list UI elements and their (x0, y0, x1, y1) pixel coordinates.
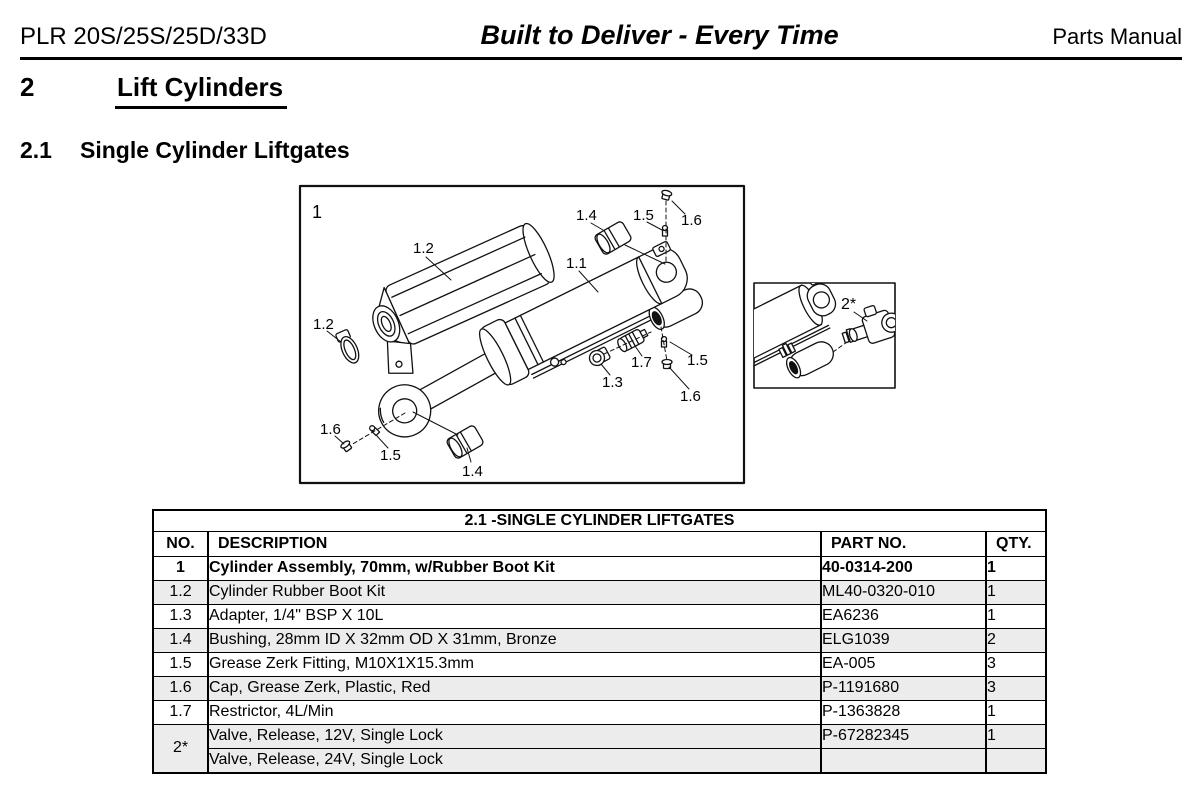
inset-callout-leader (853, 311, 868, 322)
callout-2-star: 2* (841, 296, 856, 313)
cell-qty: 2 (984, 628, 1048, 653)
assembly-dashed-lines (350, 200, 668, 446)
cell-part-no (820, 748, 987, 774)
cell-qty: 1 (984, 556, 1048, 581)
cap-bottom-left-drawing (340, 440, 353, 453)
table-row: 1.5 Grease Zerk Fitting, M10X1X15.3mm EA… (152, 652, 1048, 677)
rubber-boot-drawing (372, 222, 555, 374)
cell-qty: 1 (984, 700, 1048, 725)
table-title: 2.1 -SINGLE CYLINDER LIFTGATES (151, 509, 1048, 532)
cell-no: 1.3 (152, 604, 209, 629)
table-header-row: NO. DESCRIPTION PART NO. QTY. (152, 531, 1048, 557)
diagram-area: 1 1.2 1.1 1.4 1.5 1.6 1.2 1.7 1.5 1.3 1.… (295, 180, 907, 495)
zerk-bottom-left-drawing (369, 425, 381, 437)
cell-description: Valve, Release, 24V, Single Lock (207, 748, 822, 774)
bushing-bottom-drawing (446, 425, 484, 459)
callout-1-4-bottom: 1.4 (462, 463, 483, 480)
callout-1-3: 1.3 (602, 374, 623, 391)
cell-part-no: EA6236 (820, 604, 987, 629)
section-heading: 2 Lift Cylinders (20, 72, 288, 109)
parts-table: 2.1 -SINGLE CYLINDER LIFTGATES NO. DESCR… (151, 509, 1048, 774)
cell-description: Grease Zerk Fitting, M10X1X15.3mm (207, 652, 822, 677)
callout-1: 1 (312, 202, 322, 222)
callout-labels: 1 1.2 1.1 1.4 1.5 1.6 1.2 1.7 1.5 1.3 1.… (312, 202, 856, 480)
cell-qty: 1 (984, 604, 1048, 629)
callout-leader-lines (326, 200, 693, 463)
table-row: 1.4 Bushing, 28mm ID X 32mm OD X 31mm, B… (152, 628, 1048, 653)
callout-1-7: 1.7 (631, 354, 652, 371)
cell-qty: 1 (984, 724, 1048, 749)
callout-1-6-top: 1.6 (681, 212, 702, 229)
callout-1-2-boot: 1.2 (413, 240, 434, 257)
cell-no: 1 (152, 556, 209, 581)
adapter-drawing (588, 346, 611, 367)
section-number: 2 (20, 72, 35, 102)
callout-1-5-bottom-left: 1.5 (380, 447, 401, 464)
cell-no: 1.7 (152, 700, 209, 725)
cell-no-merged: 2* (152, 724, 209, 774)
subsection-number: 2.1 (20, 137, 52, 163)
col-header-no: NO. (152, 531, 209, 557)
model-number: PLR 20S/25S/25D/33D (20, 23, 267, 50)
cell-description: Cap, Grease Zerk, Plastic, Red (207, 676, 822, 701)
cell-no: 1.2 (152, 580, 209, 605)
cell-description: Cylinder Rubber Boot Kit (207, 580, 822, 605)
cell-part-no: ELG1039 (820, 628, 987, 653)
cell-part-no: 40-0314-200 (820, 556, 987, 581)
cell-description: Cylinder Assembly, 70mm, w/Rubber Boot K… (207, 556, 822, 581)
table-row: 2* Valve, Release, 12V, Single Lock P-67… (152, 724, 1048, 774)
cap-top-drawing (661, 189, 673, 201)
callout-1-5-top: 1.5 (633, 207, 654, 224)
cell-part-no: EA-005 (820, 652, 987, 677)
callout-1-6-right: 1.6 (680, 388, 701, 405)
clamp-drawing (335, 329, 360, 364)
cell-no: 1.5 (152, 652, 209, 677)
cell-part-no: ML40-0320-010 (820, 580, 987, 605)
parts-diagram: 1 1.2 1.1 1.4 1.5 1.6 1.2 1.7 1.5 1.3 1.… (298, 184, 896, 485)
cell-part-no: P-1363828 (820, 700, 987, 725)
manual-type: Parts Manual (1052, 24, 1182, 49)
col-header-part-no: PART NO. (820, 531, 987, 557)
page-header: PLR 20S/25S/25D/33D Built to Deliver - E… (20, 20, 1182, 60)
callout-1-5-right: 1.5 (687, 352, 708, 369)
cell-description: Adapter, 1/4" BSP X 10L (207, 604, 822, 629)
bushing-top-drawing (594, 221, 632, 255)
cell-description: Valve, Release, 12V, Single Lock (207, 724, 822, 749)
table-row: 1.3 Adapter, 1/4" BSP X 10L EA6236 1 (152, 604, 1048, 629)
cylinder-drawing (478, 240, 704, 386)
cell-description: Bushing, 28mm ID X 32mm OD X 31mm, Bronz… (207, 628, 822, 653)
release-valve-drawing (841, 305, 895, 344)
callout-1-6-bottom-left: 1.6 (320, 421, 341, 438)
cell-description: Restrictor, 4L/Min (207, 700, 822, 725)
cell-part-no: P-1191680 (820, 676, 987, 701)
table-row: 1 Cylinder Assembly, 70mm, w/Rubber Boot… (152, 556, 1048, 581)
subsection-heading: 2.1 Single Cylinder Liftgates (20, 137, 350, 164)
cell-no: 1.6 (152, 676, 209, 701)
cell-qty (984, 748, 1048, 774)
table-row: Valve, Release, 24V, Single Lock (153, 748, 1048, 774)
zerk-top-drawing (661, 224, 669, 237)
table-row: 1.6 Cap, Grease Zerk, Plastic, Red P-119… (152, 676, 1048, 701)
header-slogan: Built to Deliver - Every Time (480, 20, 839, 50)
cell-no: 1.4 (152, 628, 209, 653)
cell-qty: 3 (984, 652, 1048, 677)
table-title-row: 2.1 -SINGLE CYLINDER LIFTGATES (151, 509, 1048, 532)
col-header-qty: QTY. (984, 531, 1048, 557)
callout-1-4-top: 1.4 (576, 207, 597, 224)
col-header-description: DESCRIPTION (207, 531, 822, 557)
cell-part-no: P-67282345 (820, 724, 987, 749)
callout-1-1: 1.1 (566, 255, 587, 272)
inset-drawing (754, 283, 895, 379)
table-row: 1.2 Cylinder Rubber Boot Kit ML40-0320-0… (152, 580, 1048, 605)
section-title: Lift Cylinders (115, 72, 288, 109)
cell-qty: 3 (984, 676, 1048, 701)
rod-drawing (378, 346, 509, 438)
cap-right-drawing (661, 358, 673, 370)
table-row: 1.7 Restrictor, 4L/Min P-1363828 1 (152, 700, 1048, 725)
callout-1-2-clamp: 1.2 (313, 316, 334, 333)
cell-qty: 1 (984, 580, 1048, 605)
subsection-title: Single Cylinder Liftgates (80, 137, 350, 163)
